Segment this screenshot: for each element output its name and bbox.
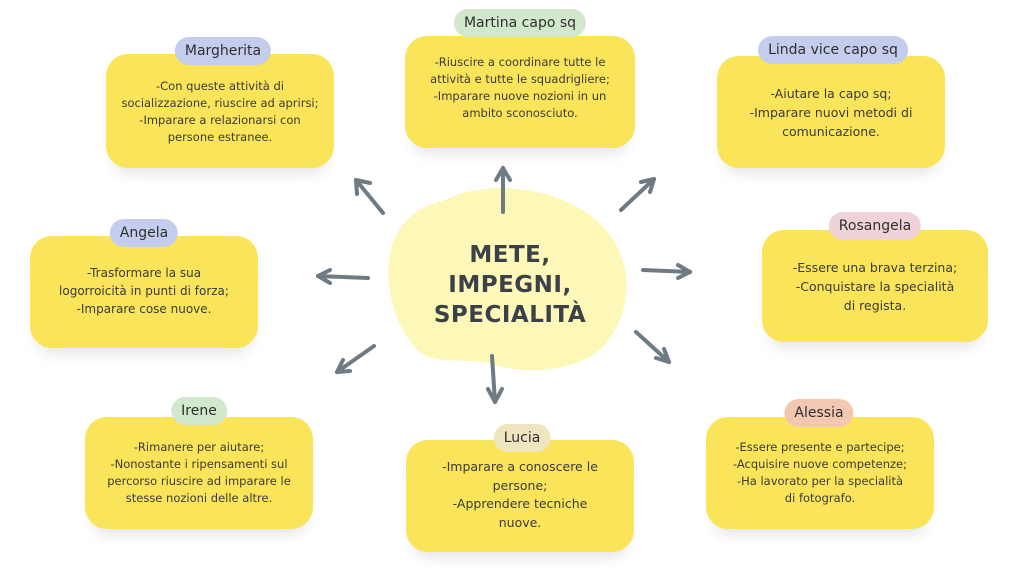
card-alessia-line-3: -Ha lavorato per la specialità (736, 474, 904, 488)
card-linda-line-3: comunicazione. (782, 124, 880, 139)
card-lucia-line-4: nuove. (498, 514, 542, 530)
arrow-irene (335, 344, 376, 374)
arrow-margherita (354, 178, 385, 215)
tag-angela: Angela (109, 219, 179, 247)
card-margherita: -Con queste attività di socializzazione,… (106, 54, 334, 168)
tag-rosangela: Rosangela (828, 212, 922, 240)
card-alessia-line-4: di fotografo. (784, 491, 856, 505)
card-linda: -Aiutare la capo sq; -Imparare nuovi met… (717, 56, 945, 168)
card-alessia-line-1: -Essere presente e partecipe; (735, 440, 905, 454)
card-rosangela-line-1: -Essere una brava terzina; (792, 260, 958, 275)
arrow-angela (316, 268, 370, 285)
card-margherita-line-1: -Con queste attività di (155, 79, 285, 93)
card-margherita-line-3: -Imparare a relazionarsi con (139, 113, 301, 127)
center-title-line-2: IMPEGNI, (448, 272, 572, 298)
card-irene: -Rimanere per aiutare; -Nonostante i rip… (85, 417, 313, 529)
card-margherita-body: -Con queste attività di socializzazione,… (116, 78, 324, 146)
card-margherita-line-2: socializzazione, riuscire ad aprirsi; (121, 96, 319, 110)
card-alessia-body: -Essere presente e partecipe; -Acquisire… (716, 439, 924, 507)
tag-lucia: Lucia (493, 424, 551, 452)
card-angela: -Trasformare la sua logorroicità in punt… (30, 236, 258, 348)
card-lucia-line-2: persone; (492, 477, 548, 493)
card-martina-line-1: -Riuscire a coordinare tutte le (434, 55, 606, 69)
arrow-martina (494, 166, 512, 214)
card-irene-line-4: stesse nozioni delle altre. (125, 491, 273, 505)
card-rosangela: -Essere una brava terzina; -Conquistare … (762, 230, 988, 342)
card-angela-line-1: -Trasformare la sua (86, 266, 202, 280)
tag-martina: Martina capo sq (453, 9, 587, 37)
card-martina-line-4: ambito sconosciuto. (462, 106, 578, 120)
card-linda-line-1: -Aiutare la capo sq; (770, 86, 892, 101)
card-linda-body: -Aiutare la capo sq; -Imparare nuovi met… (727, 84, 935, 141)
card-irene-body: -Rimanere per aiutare; -Nonostante i rip… (95, 439, 303, 507)
card-lucia-line-3: -Apprendere tecniche (452, 496, 588, 511)
card-martina-line-3: -Imparare nuove nozioni in un (433, 89, 607, 103)
center-blob (388, 188, 627, 371)
card-irene-line-3: percorso riuscire ad imparare le (107, 474, 291, 488)
card-angela-body: -Trasformare la sua logorroicità in punt… (40, 264, 248, 318)
card-irene-line-1: -Rimanere per aiutare; (133, 440, 265, 454)
card-lucia-body: -Imparare a conoscere le persone; -Appre… (416, 458, 624, 532)
tag-margherita: Margherita (174, 37, 272, 65)
card-rosangela-line-3: di regista. (843, 298, 907, 313)
center-title-line-3: SPECIALITÀ (433, 302, 587, 328)
card-alessia-line-2: -Acquisire nuove competenze; (732, 457, 907, 471)
card-alessia: -Essere presente e partecipe; -Acquisire… (706, 417, 934, 529)
card-linda-line-2: -Imparare nuovi metodi di (749, 105, 913, 120)
arrow-alessia (634, 330, 671, 364)
card-angela-line-3: -Imparare cose nuove. (76, 302, 212, 316)
center-title: METE, IMPEGNI, SPECIALITÀ (410, 240, 610, 330)
card-angela-line-2: logorroicità in punti di forza; (59, 284, 229, 298)
arrow-linda (619, 177, 656, 212)
card-martina-body: -Riuscire a coordinare tutte le attività… (415, 54, 625, 122)
arrow-lucia (486, 354, 504, 404)
card-rosangela-body: -Essere una brava terzina; -Conquistare … (772, 258, 978, 315)
tag-linda: Linda vice capo sq (758, 36, 908, 64)
card-martina: -Riuscire a coordinare tutte le attività… (405, 36, 635, 148)
card-lucia: -Imparare a conoscere le persone; -Appre… (406, 440, 634, 552)
card-irene-line-2: -Nonostante i ripensamenti sul (110, 457, 288, 471)
center-title-line-1: METE, (469, 242, 551, 268)
tag-irene: Irene (171, 397, 227, 425)
tag-alessia: Alessia (784, 399, 854, 427)
card-martina-line-2: attività e tutte le squadrigliere; (430, 72, 610, 86)
card-rosangela-line-2: -Conquistare la specialità (795, 279, 955, 294)
arrow-rosangela (641, 263, 692, 280)
card-lucia-line-1: -Imparare a conoscere le (442, 459, 598, 474)
card-margherita-line-4: persone estranee. (167, 130, 273, 144)
